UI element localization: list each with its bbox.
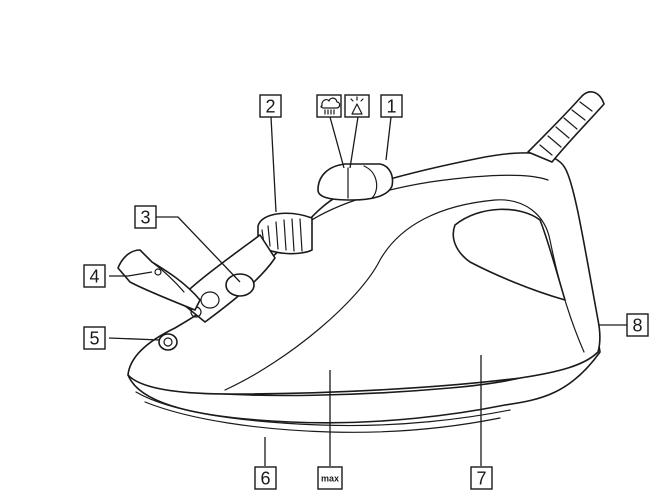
spray-icon (344, 94, 370, 118)
callout-4: 4 (83, 264, 106, 288)
spray-nozzle (158, 333, 178, 351)
callout-2-label: 2 (265, 97, 275, 117)
callout-5: 5 (83, 326, 106, 350)
callout-1: 1 (380, 94, 403, 118)
callout-4-label: 4 (89, 267, 99, 287)
control-buttons (317, 163, 394, 201)
callout-6: 6 (254, 466, 277, 490)
steam-burst-icon (316, 94, 342, 118)
callout-8: 8 (626, 313, 649, 337)
callout-6-label: 6 (260, 469, 270, 489)
callout-3: 3 (134, 205, 157, 229)
callout-5-label: 5 (89, 329, 99, 349)
power-cord (527, 91, 605, 163)
callout-8-label: 8 (632, 316, 642, 336)
callout-7: 7 (470, 466, 493, 490)
filler-flap (117, 249, 201, 311)
callout-leaders (108, 116, 627, 466)
max-label: max (321, 474, 339, 484)
callout-3-label: 3 (140, 208, 150, 228)
callout-2: 2 (259, 94, 282, 118)
max-marker: max (317, 466, 343, 490)
water-filler-area (177, 234, 276, 323)
callout-7-label: 7 (476, 469, 486, 489)
callout-1-label: 1 (386, 97, 396, 117)
